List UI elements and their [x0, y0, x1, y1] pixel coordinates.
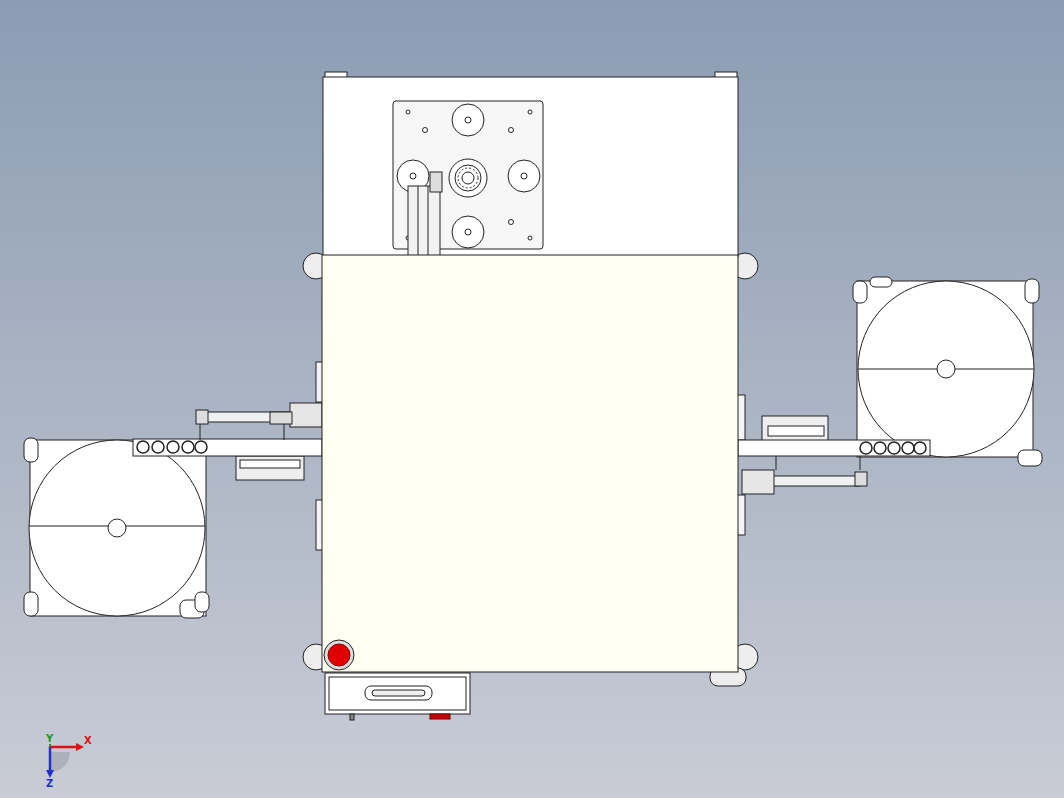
axis-label: Y [46, 733, 53, 744]
vibratory-bowl [29, 440, 205, 616]
vibratory-bowl [858, 281, 1034, 457]
upper-frame [323, 77, 738, 257]
feed-track [738, 440, 930, 456]
axis-label: Z [46, 778, 53, 789]
emergency-stop [324, 640, 354, 670]
feed-track [133, 439, 322, 456]
rail [408, 186, 440, 256]
axis-label: X [84, 735, 92, 746]
air-cylinder [770, 476, 860, 486]
main-cover [322, 255, 738, 672]
axis-triad [46, 743, 84, 778]
bowl-base [857, 281, 1033, 457]
bowl-base [30, 440, 206, 616]
drawer [325, 673, 470, 714]
